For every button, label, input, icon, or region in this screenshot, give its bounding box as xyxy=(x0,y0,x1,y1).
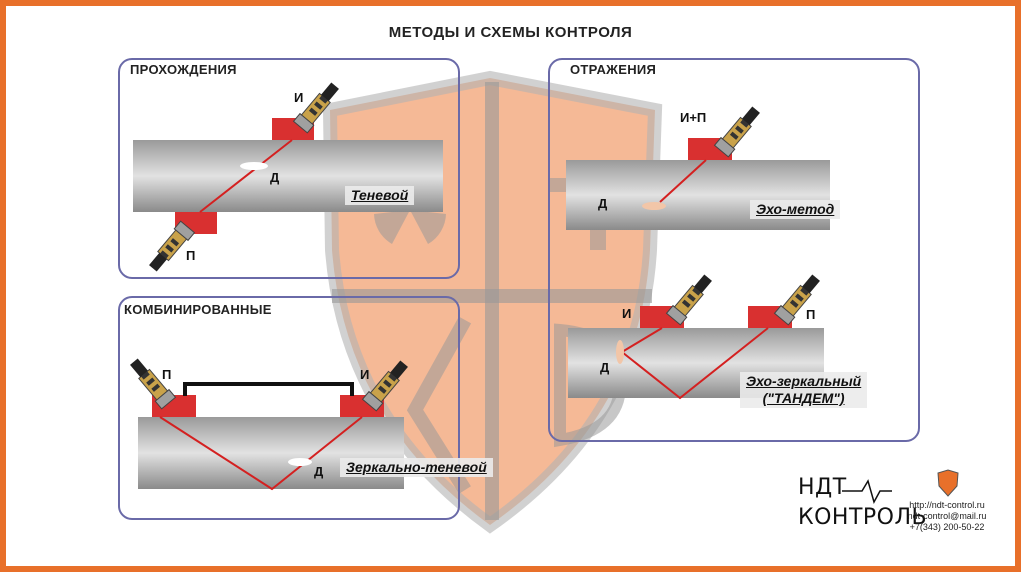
test-plate-echo xyxy=(566,160,830,230)
logo-pulse-icon xyxy=(842,479,892,504)
label-defect: Д xyxy=(270,170,280,185)
method-echo: Эхо-метод xyxy=(750,200,841,219)
page-title: МЕТОДЫ И СХЕМЫ КОНТРОЛЯ xyxy=(388,24,633,41)
contact-email[interactable]: ndt-control@mail.ru xyxy=(907,511,987,521)
emitter-probe-icon xyxy=(293,79,343,134)
label-tandem-emitter: И xyxy=(622,306,632,321)
combined-beam xyxy=(159,416,363,491)
label-tandem-receiver: П xyxy=(806,307,816,322)
test-plate-combined xyxy=(138,417,404,489)
echo-beam xyxy=(659,159,707,203)
label-combined-emitter: И xyxy=(360,367,370,382)
method-echo-mirror-line1: Эхо-зеркальный xyxy=(746,373,862,389)
label-tandem-defect: Д xyxy=(600,360,610,375)
panel-transmission xyxy=(118,58,460,279)
method-echo-mirror: Эхо-зеркальный ("ТАНДЕМ") xyxy=(740,372,868,408)
tandem-defect xyxy=(616,340,624,364)
ultrasound-beam xyxy=(199,139,293,213)
logo-line1: НДТ xyxy=(798,475,847,500)
label-receiver: П xyxy=(186,248,196,263)
label-emitter: И xyxy=(294,90,304,105)
panel-reflection-title: ОТРАЖЕНИЯ xyxy=(570,62,657,77)
tandem-beam-2 xyxy=(621,327,769,400)
tandem-beam-1 xyxy=(621,327,663,353)
label-combined-receiver: П xyxy=(162,367,172,382)
logo-line2: КОНТРОЛЬ xyxy=(798,505,928,530)
contacts: http://ndt-control.ru ndt-control@mail.r… xyxy=(902,500,992,533)
combined-cable xyxy=(183,382,354,396)
method-mirror-shadow: Зеркально-теневой xyxy=(340,458,493,477)
panel-reflection xyxy=(548,58,920,442)
method-shadow: Теневой xyxy=(345,186,415,205)
contact-phone: +7(343) 200-50-22 xyxy=(909,522,985,532)
combined-receiver-probe-icon xyxy=(126,355,176,410)
echo-defect xyxy=(642,202,666,210)
contact-url[interactable]: http://ndt-control.ru xyxy=(909,500,985,510)
method-echo-mirror-line2: ("ТАНДЕМ") xyxy=(762,390,845,406)
combined-defect xyxy=(288,458,312,466)
echo-probe-icon xyxy=(714,103,764,158)
small-shield-icon xyxy=(937,469,959,497)
panel-combined-title: КОМБИНИРОВАННЫЕ xyxy=(124,302,272,317)
combined-emitter-probe-icon xyxy=(362,357,412,412)
label-echo-defect: Д xyxy=(598,196,608,211)
tandem-receiver-probe-icon xyxy=(774,271,824,326)
label-combined-defect: Д xyxy=(314,464,324,479)
defect-marker xyxy=(240,162,268,170)
label-emitter-receiver: И+П xyxy=(680,110,707,125)
panel-transmission-title: ПРОХОЖДЕНИЯ xyxy=(130,62,237,77)
panel-combined xyxy=(118,296,460,520)
tandem-emitter-probe-icon xyxy=(666,271,716,326)
